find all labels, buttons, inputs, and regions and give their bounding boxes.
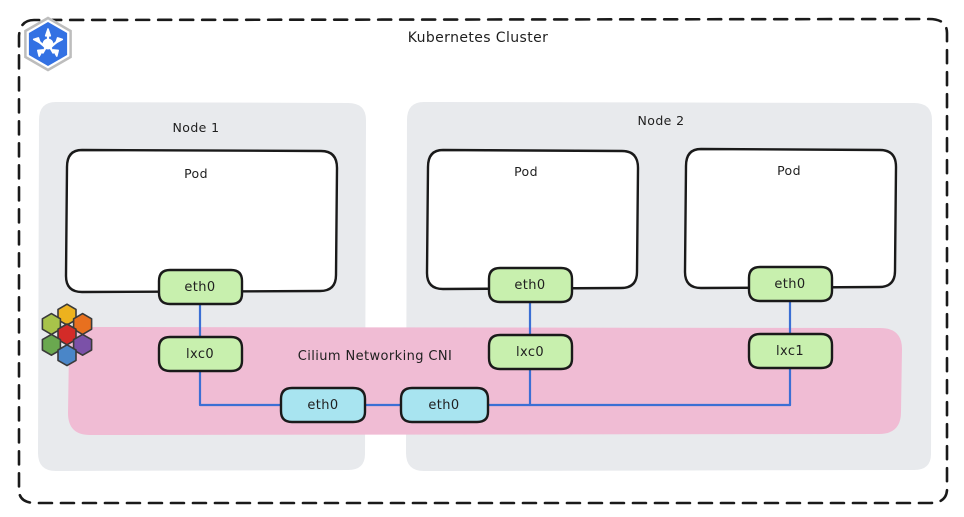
cni-eth0-left-box[interactable] bbox=[279, 386, 367, 424]
cluster-boundary bbox=[17, 17, 949, 505]
pod-2-eth0-box[interactable] bbox=[487, 266, 574, 304]
cni-eth0-right-box[interactable] bbox=[399, 386, 490, 424]
pod-3-eth0-box[interactable] bbox=[747, 265, 834, 303]
cilium-logo bbox=[41, 303, 93, 367]
pod-3-box bbox=[683, 147, 898, 290]
cilium-hex-lower-left bbox=[41, 333, 62, 357]
pod-1-eth0-box[interactable] bbox=[157, 268, 244, 306]
cilium-hex-lower-right bbox=[72, 333, 93, 357]
node-1-lxc0-box[interactable] bbox=[157, 335, 244, 373]
kubernetes-logo bbox=[24, 16, 72, 72]
pod-1-box bbox=[64, 148, 339, 294]
link-node1-lxc0-to-cni-eth0-left bbox=[198, 366, 283, 407]
cilium-band bbox=[68, 327, 902, 435]
node-2-lxc1-box[interactable] bbox=[747, 332, 834, 370]
pod-2-box bbox=[425, 148, 640, 291]
node-2-lxc0-box[interactable] bbox=[487, 333, 574, 371]
cilium-hex-bottom bbox=[57, 343, 77, 367]
